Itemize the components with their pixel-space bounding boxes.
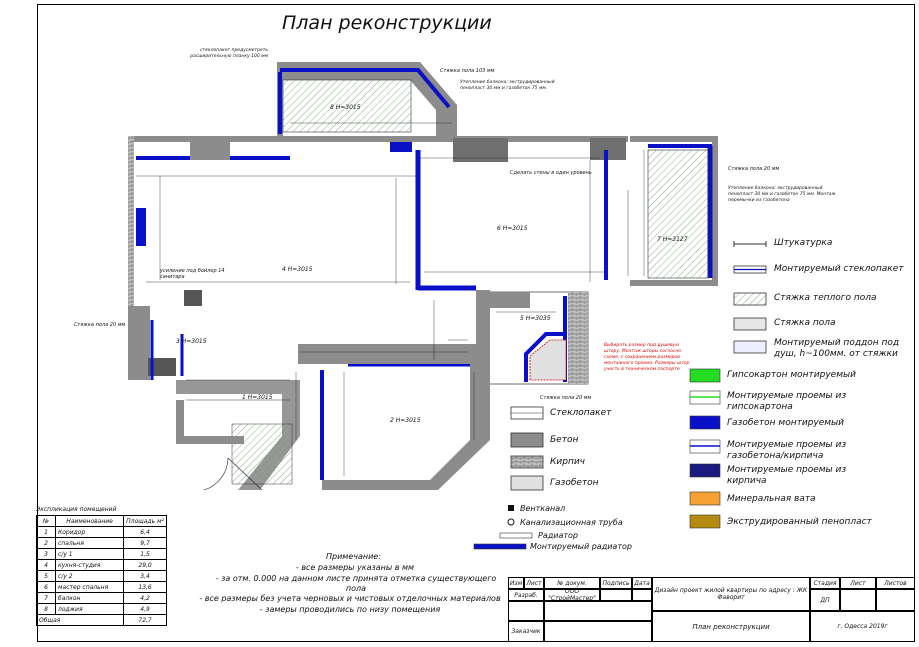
stamp-stage: ДП xyxy=(810,589,840,611)
stamp-sheet-title: План реконструкции xyxy=(652,611,810,642)
stamp-h4: Подпись xyxy=(600,577,632,589)
stamp-blank-5 xyxy=(544,621,652,642)
annotation-shower-note: Выбирать размер под душевую штору. Монта… xyxy=(604,343,690,372)
annotation-screed-20-bath: Стяжка пола 20 мм xyxy=(540,395,592,401)
stamp-dev-label: Разраб. xyxy=(508,589,544,601)
note-3: - все размеры без учета черновых и чисто… xyxy=(199,594,501,603)
stamp-blank-3 xyxy=(508,601,544,621)
room-label-4: 4 H=3015 xyxy=(282,266,313,273)
stamp-h5: Дата xyxy=(632,577,652,589)
room-label-6: 6 H=3015 xyxy=(497,225,528,232)
legend-mineral: Минеральная вата xyxy=(727,494,816,504)
notes-heading: Примечание: xyxy=(326,552,381,561)
stamp-sheet-number xyxy=(840,589,876,611)
legend-left-swatches xyxy=(473,406,544,550)
legend-drywall-openings: Монтируемые проемы из гипсокартона xyxy=(727,391,847,412)
legend-concrete: Бетон xyxy=(550,435,579,445)
annotation-balcony-insulation: Утепление балкона: экструдированный пено… xyxy=(460,80,555,91)
legend-brick: Кирпич xyxy=(550,457,586,467)
annotation-screed-103: Стяжка пола 103 мм xyxy=(440,68,495,74)
legend-glazing-new: Монтируемый стеклопакет xyxy=(774,264,904,274)
annotation-screed-20-right: Стяжка пола 20 мм xyxy=(728,166,780,172)
annotation-screed-20-left: Стяжка пола 20 мм xyxy=(74,322,126,328)
room-label-5: 5 H=3035 xyxy=(520,315,551,322)
annotation-wall-level: Сделать стены в один уровень xyxy=(510,170,592,176)
room-label-1: 1 H=3015 xyxy=(242,394,273,401)
stamp-blank-2 xyxy=(632,589,652,601)
explication-header-num: № xyxy=(36,515,56,527)
room-label-2: 2 H=3015 xyxy=(390,417,421,424)
explication-header-area: Площадь м² xyxy=(123,515,167,527)
page-title: План реконструкции xyxy=(282,12,492,34)
stamp-h2: Лист xyxy=(524,577,544,589)
legend-shower-tray: Монтируемый поддон под душ, h~100мм. от … xyxy=(774,338,900,359)
stamp-dev-name: ООО "СтройМастер" xyxy=(544,589,600,601)
partitions-gazobeton xyxy=(150,144,713,480)
annotation-boiler: усиление под бойлер 14 санитара xyxy=(160,268,225,280)
annotation-glazing: стеклопакет предусмотреть расширительную… xyxy=(190,48,268,59)
bottom-rooms xyxy=(176,344,490,491)
stamp-stage-header: Стадия xyxy=(810,577,840,589)
note-2: - за отм. 0.000 на данном листе принята … xyxy=(215,574,497,593)
legend-radiator: Радиатор xyxy=(538,531,578,540)
legend-new-radiator: Монтируемый радиатор xyxy=(530,542,632,551)
legend-warm-screed: Стяжка теплого пола xyxy=(774,293,877,303)
legend-xps: Экструдированный пенопласт xyxy=(727,517,872,527)
legend-sewer: Канализационная труба xyxy=(520,518,623,527)
stamp-sheet-header: Лист xyxy=(840,577,876,589)
stamp-h1: Изм xyxy=(508,577,524,589)
note-4: - замеры проводились по низу помещения xyxy=(259,605,441,614)
title-block: Изм Лист № докум. Подпись Дата Разраб. О… xyxy=(508,577,915,642)
legend-glazing: Стеклопакет xyxy=(550,408,612,418)
legend-aerated: Газобетон монтируемый xyxy=(727,418,844,428)
dimension-lines xyxy=(136,122,645,476)
legend-swatches xyxy=(689,241,767,529)
room-label-3: 3 H=3015 xyxy=(176,338,207,345)
legend-plaster: Штукатурка xyxy=(774,238,833,248)
explication-caption: Экспликация помещений xyxy=(36,506,117,513)
stamp-city: г. Одесса 2019г xyxy=(810,611,915,642)
drawing-frame xyxy=(37,4,915,642)
legend-drywall: Гипсокартон монтируемый xyxy=(727,370,856,380)
stamp-blank-4 xyxy=(544,601,652,621)
legend-block-openings: Монтируемые проемы из газобетона/кирпича xyxy=(727,440,847,461)
room-label-8: 8 H=3015 xyxy=(330,104,361,111)
legend-brick-openings: Монтируемые проемы из кирпича xyxy=(727,465,847,486)
stamp-blank-1 xyxy=(600,589,632,601)
legend-aerated-concrete: Газобетон xyxy=(550,478,599,488)
explication-table: Экспликация помещений № Наименование Пло… xyxy=(35,506,167,626)
stamp-sheets-count xyxy=(876,589,915,611)
note-1: - все размеры указаны в мм xyxy=(295,563,415,572)
stamp-h3: № докум. xyxy=(544,577,600,589)
explication-header-name: Наименование xyxy=(54,515,125,527)
room-label-7: 7 H=3127 xyxy=(657,236,688,243)
bathroom-5 xyxy=(476,290,589,385)
stamp-project: Дизайн проект жилой квартиры по адресу :… xyxy=(652,577,810,611)
annotation-loggia-insulation: Утепление балкона: экструдированный пено… xyxy=(728,186,836,203)
legend-screed: Стяжка пола xyxy=(774,318,836,328)
legend-vent: Вентканал xyxy=(520,504,566,513)
stamp-client-label: Заказчик xyxy=(508,621,544,642)
stamp-sheets-header: Листов xyxy=(876,577,915,589)
